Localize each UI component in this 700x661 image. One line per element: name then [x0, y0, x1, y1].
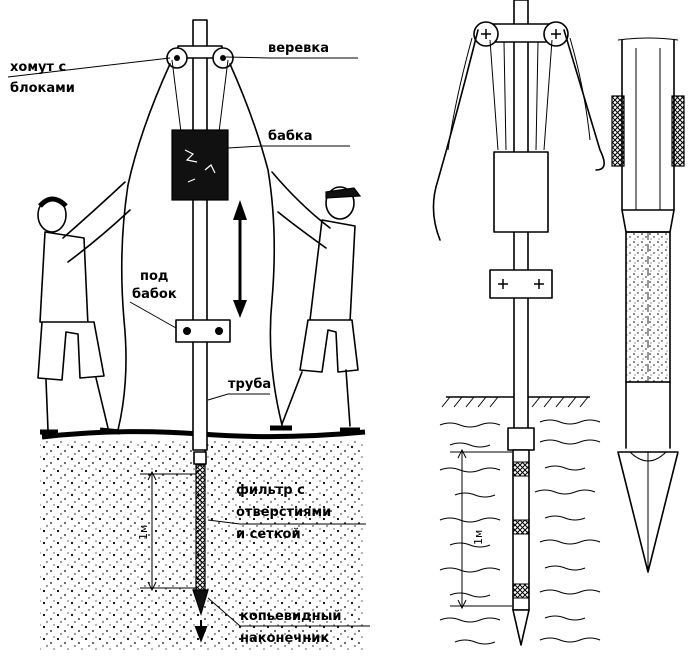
- label-weight: бабка: [268, 129, 313, 144]
- spear-tip: [192, 589, 209, 617]
- label-stop-line2: бабок: [132, 287, 177, 302]
- label-rope: веревка: [268, 41, 329, 56]
- weight-stop: [489, 269, 553, 299]
- water-waves: [439, 419, 601, 645]
- label-clamp-line1: хомут с: [10, 60, 66, 75]
- up-down-arrow-icon: [233, 200, 247, 318]
- label-tip-line1: копьевидный: [240, 609, 341, 624]
- cap-icon: [325, 187, 362, 199]
- filter-section: [621, 209, 675, 449]
- label-filter-line1: фильтр с: [236, 483, 305, 498]
- dimension-label: 1м: [472, 530, 485, 545]
- weight-stop: [175, 319, 231, 343]
- right-figure-cutaway: [611, 37, 685, 573]
- label-stop-line1: под: [140, 269, 168, 284]
- filter-section: [195, 464, 206, 591]
- label-filter-line3: и сеткой: [236, 527, 301, 542]
- dimension-middle: 1м: [450, 448, 512, 610]
- leader-lines: [7, 56, 370, 627]
- left-worker: [37, 181, 131, 435]
- label-clamp-line2: блоками: [10, 81, 75, 96]
- middle-figure: 1м: [432, 0, 605, 646]
- label-filter-line2: отверстиями: [236, 505, 331, 520]
- weight-block: [171, 129, 229, 201]
- left-figure: 1м хомут с блоками веревка бабка под баб…: [7, 19, 370, 650]
- ropes: [117, 59, 283, 431]
- dimension-label: 1м: [137, 525, 150, 540]
- label-tip-line2: наконечник: [240, 631, 329, 646]
- right-worker: [270, 171, 362, 433]
- down-arrow-icon: [194, 620, 208, 643]
- pipe-middle: [507, 0, 535, 646]
- dimension-left: 1м: [137, 470, 196, 592]
- clamp-with-pulleys: [473, 21, 569, 47]
- label-pipe: труба: [228, 377, 271, 392]
- spear-tip: [512, 609, 530, 646]
- left-labels: хомут с блоками веревка бабка под бабок …: [10, 41, 341, 646]
- weight-block: [493, 151, 549, 233]
- coupling: [611, 95, 685, 167]
- ropes: [432, 29, 605, 241]
